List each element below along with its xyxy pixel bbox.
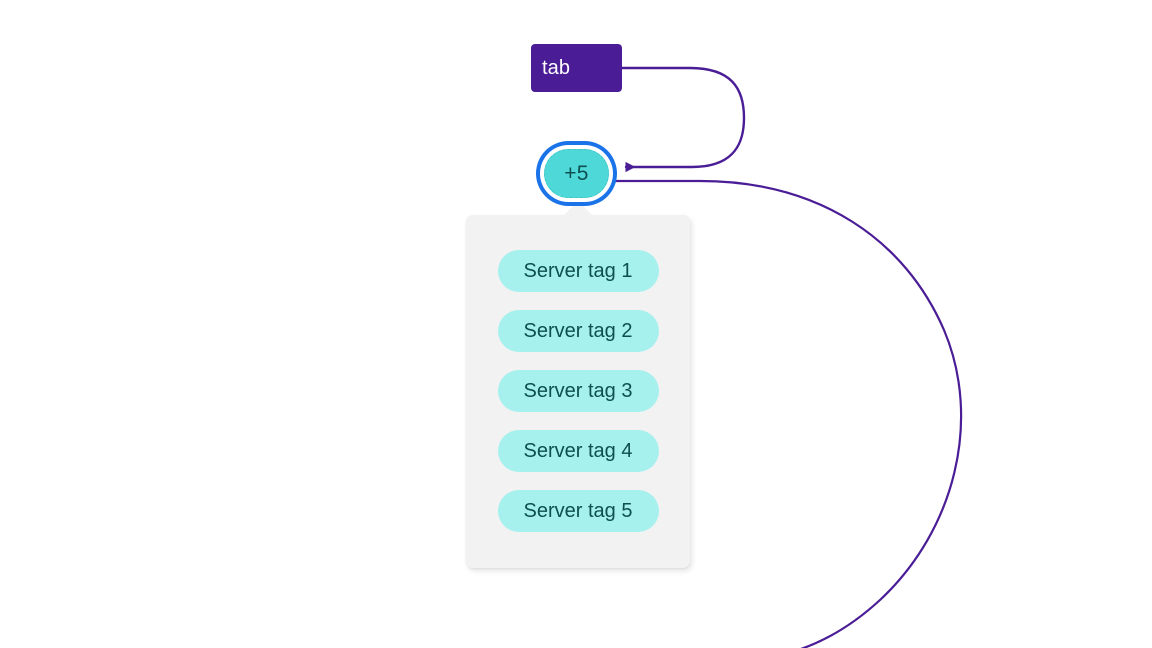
tab-node-label: tab (542, 57, 571, 79)
overflow-count-badge-pill[interactable]: +5 (544, 149, 609, 198)
server-tag-pill: Server tag 4 (497, 430, 659, 472)
overflow-count-badge[interactable]: +5 (540, 145, 613, 202)
server-tag-pill: Server tag 3 (497, 370, 659, 412)
server-tag-pill: Server tag 2 (497, 310, 659, 352)
tab-node[interactable]: tab (531, 44, 622, 92)
server-tag-label: Server tag 4 (523, 440, 633, 462)
server-tag-label: Server tag 3 (523, 380, 633, 402)
server-tag-label: Server tag 2 (523, 320, 633, 342)
edge-tab-to-badge (620, 66, 746, 173)
server-tags-tooltip: Server tag 1 Server tag 2 Server tag 3 S… (466, 201, 690, 568)
overflow-count-label: +5 (564, 162, 589, 185)
server-tag-label: Server tag 1 (523, 260, 633, 282)
server-tag-pill: Server tag 1 (497, 250, 659, 292)
tooltip-arrow-icon (563, 201, 593, 216)
server-tag-pill: Server tag 5 (497, 490, 659, 532)
server-tag-label: Server tag 5 (523, 500, 633, 522)
server-tag-list: Server tag 1 Server tag 2 Server tag 3 S… (466, 250, 690, 532)
